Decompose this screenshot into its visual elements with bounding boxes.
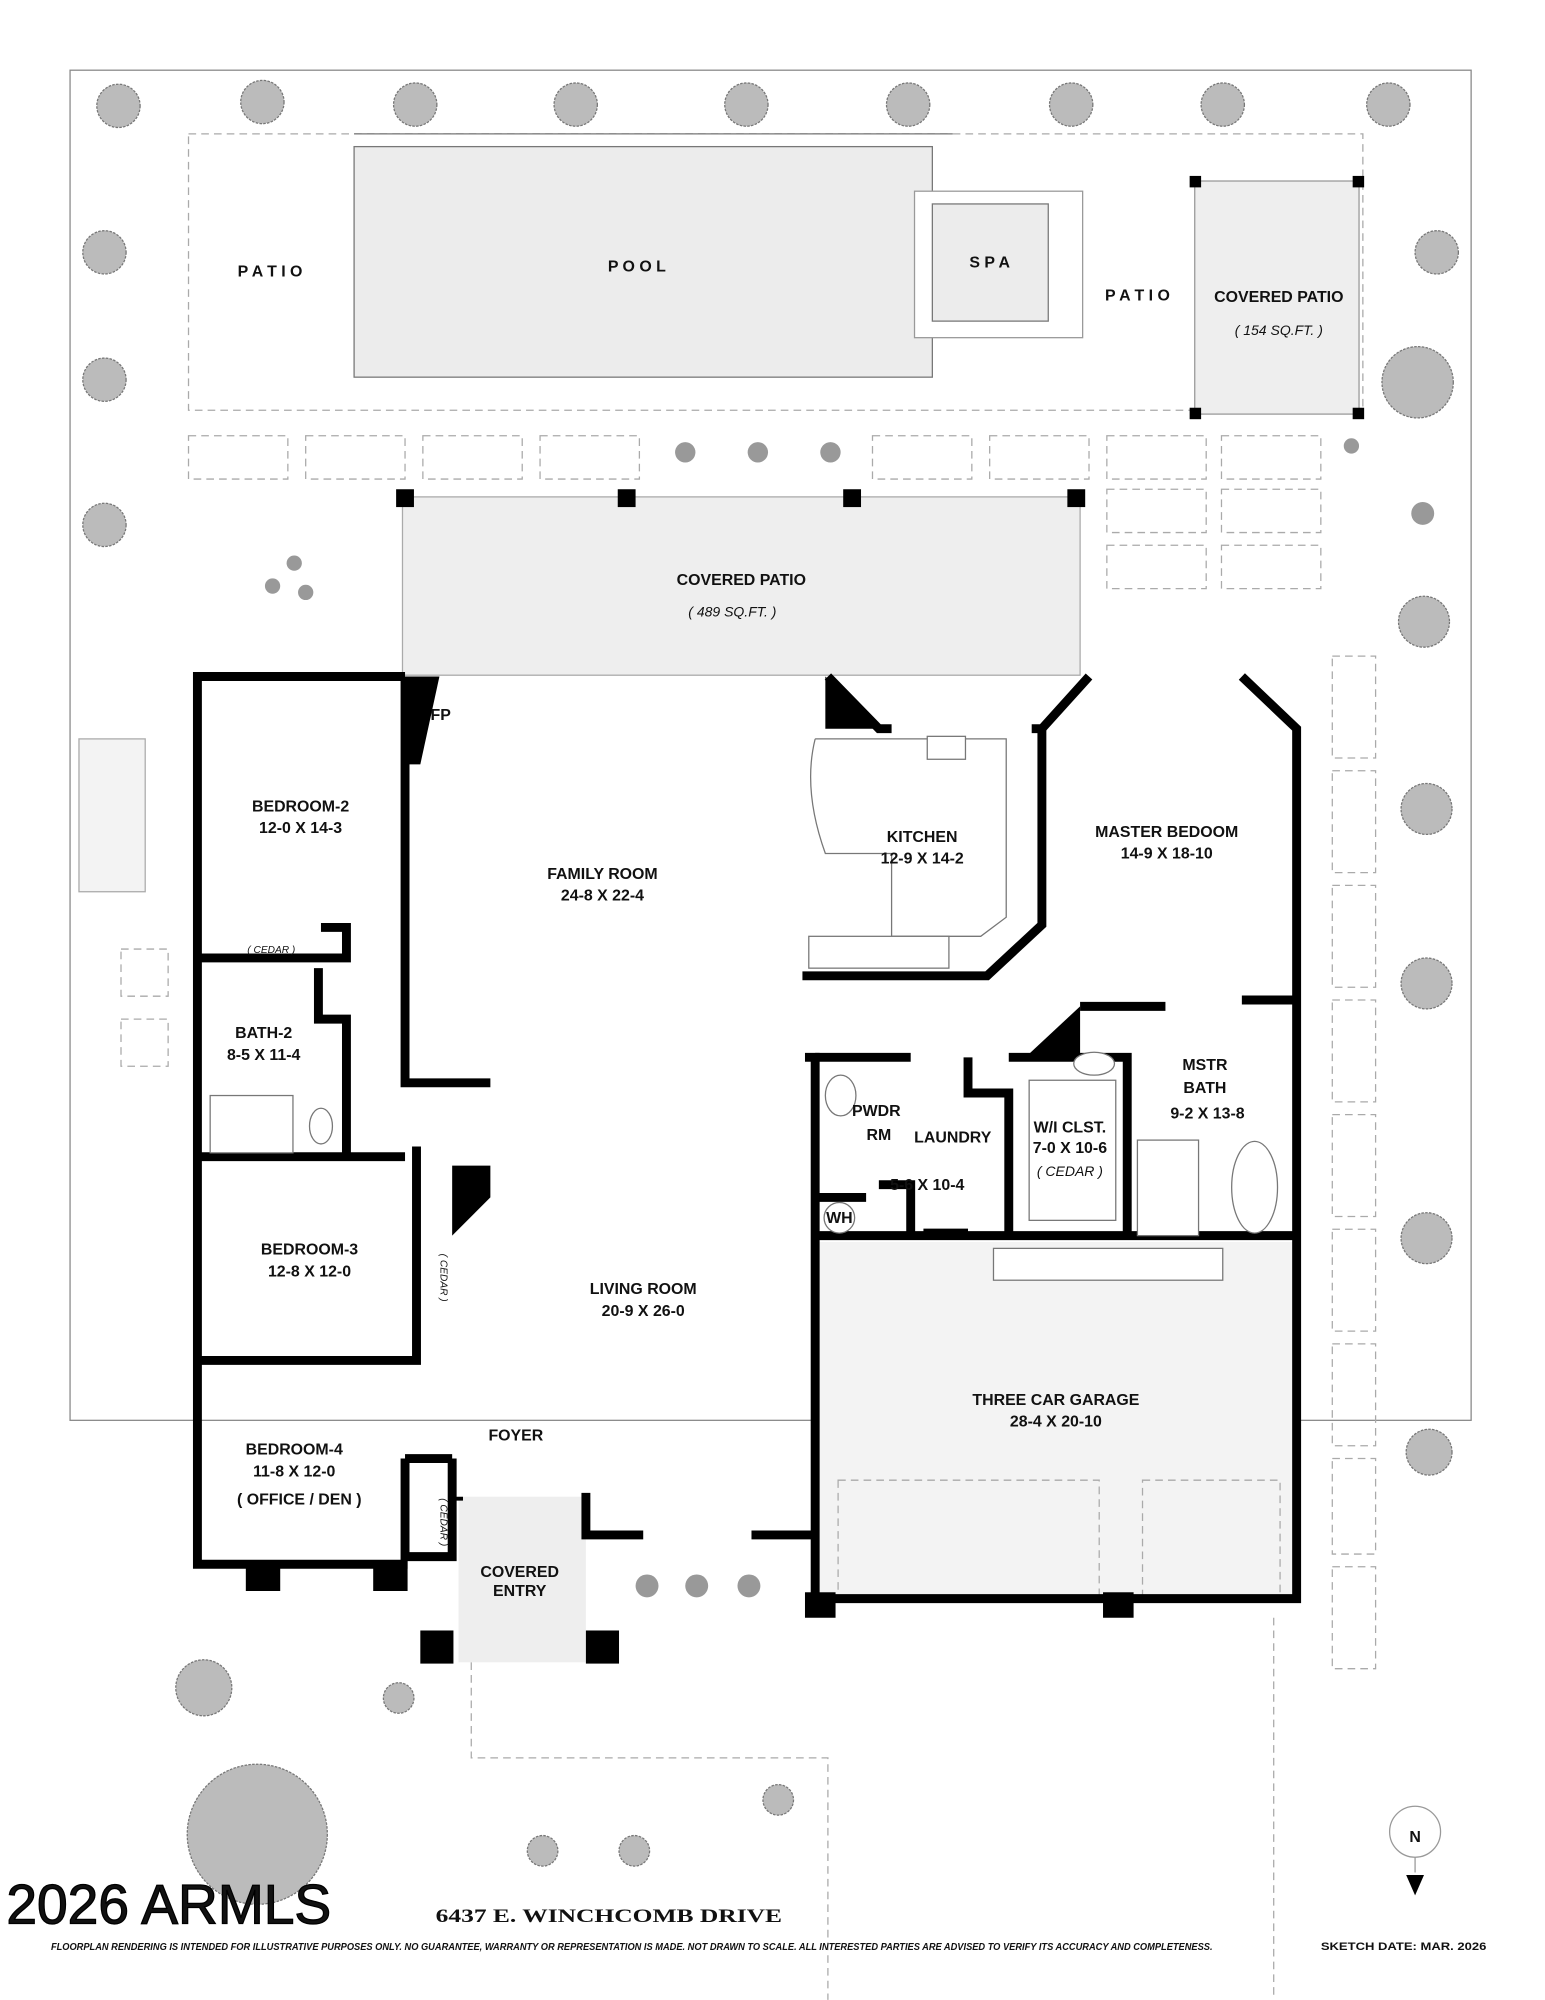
address: 6437 E. WINCHCOMB DRIVE xyxy=(436,1906,782,1927)
label-bedroom3: BEDROOM-3 xyxy=(261,1242,358,1259)
covered-patio-main xyxy=(401,496,1081,676)
covered-patio-posts xyxy=(396,489,1086,508)
label-spa: S P A xyxy=(969,255,1010,272)
label-bedroom4-note: ( OFFICE / DEN ) xyxy=(237,1491,362,1508)
label-covered-patio-main-area: ( 489 SQ.FT. ) xyxy=(688,604,776,620)
watermark: 2026 ARMLS xyxy=(6,1872,331,1935)
label-wi-closet-note: ( CEDAR ) xyxy=(1037,1163,1103,1179)
covered-entry-floor xyxy=(458,1496,586,1663)
entry-posts xyxy=(245,1560,1134,1664)
kitchen-corner xyxy=(825,676,879,729)
label-patio-left: P A T I O xyxy=(238,264,303,281)
label-master-bedroom: MASTER BEDOOM xyxy=(1095,824,1238,841)
label-mstr-bath: MSTR xyxy=(1182,1057,1228,1074)
label-water-heater: WH xyxy=(826,1210,853,1227)
patio-posts xyxy=(1189,175,1365,420)
hall-corner xyxy=(452,1165,491,1236)
label-wi-closet: W/I CLST. xyxy=(1034,1119,1106,1136)
label-patio-right: P A T I O xyxy=(1105,288,1170,305)
pool xyxy=(353,145,933,378)
label-pwdr-rm: RM xyxy=(866,1127,891,1144)
label-living-room-size: 20-9 X 26-0 xyxy=(602,1303,685,1320)
fixtures xyxy=(209,735,1279,1281)
label-bath2-size: 8-5 X 11-4 xyxy=(227,1047,301,1064)
label-laundry: LAUNDRY xyxy=(914,1130,992,1147)
label-garage: THREE CAR GARAGE xyxy=(972,1392,1139,1409)
spa xyxy=(931,203,1049,322)
covered-patio-small xyxy=(1194,180,1360,415)
label-covered-entry: COVERED xyxy=(480,1564,559,1581)
label-kitchen: KITCHEN xyxy=(887,829,958,846)
label-bedroom2: BEDROOM-2 xyxy=(252,798,349,815)
label-pool: P O O L xyxy=(608,258,666,275)
label-family-room-size: 24-8 X 22-4 xyxy=(561,888,644,905)
label-garage-size: 28-4 X 20-10 xyxy=(1010,1414,1102,1431)
label-bedroom4-closet: ( CEDAR ) xyxy=(438,1498,449,1546)
fireplace-wall xyxy=(405,676,440,765)
lot-boundary xyxy=(69,69,1472,1421)
label-mstr-bath-size: 9-2 X 13-8 xyxy=(1170,1105,1244,1122)
garage-floor xyxy=(815,1242,1297,1599)
label-bedroom4-size: 11-8 X 12-0 xyxy=(253,1463,335,1480)
label-laundry-size: 5-6 X 10-4 xyxy=(890,1177,964,1194)
label-bath2: BATH-2 xyxy=(235,1025,292,1042)
label-bedroom2-size: 12-0 X 14-3 xyxy=(259,820,342,837)
label-covered-entry-2: ENTRY xyxy=(493,1583,547,1600)
compass-label: N xyxy=(1409,1829,1421,1846)
label-mstr-bath-2: BATH xyxy=(1183,1080,1226,1097)
sketch-date: SKETCH DATE: MAR. 2026 xyxy=(1321,1941,1487,1953)
label-family-room: FAMILY ROOM xyxy=(547,866,657,883)
mstr-corner xyxy=(1025,1006,1081,1058)
driveway-line xyxy=(470,1662,829,2000)
label-covered-patio-main: COVERED PATIO xyxy=(677,572,806,589)
label-bedroom3-closet: ( CEDAR ) xyxy=(438,1254,449,1302)
disclaimer: FLOORPLAN RENDERING IS INTENDED FOR ILLU… xyxy=(51,1942,1213,1953)
label-master-bedroom-size: 14-9 X 18-10 xyxy=(1121,846,1213,863)
landscaping-shrubs xyxy=(264,438,1435,1598)
side-planter xyxy=(78,738,146,893)
label-foyer: FOYER xyxy=(488,1428,543,1445)
label-pwdr: PWDR xyxy=(852,1103,901,1120)
label-living-room: LIVING ROOM xyxy=(590,1281,697,1298)
label-bedroom2-closet: ( CEDAR ) xyxy=(247,945,295,956)
label-covered-patio-small: COVERED PATIO xyxy=(1214,289,1343,306)
label-wi-closet-size: 7-0 X 10-6 xyxy=(1033,1140,1107,1157)
label-bedroom3-size: 12-8 X 12-0 xyxy=(268,1263,351,1280)
label-kitchen-size: 12-9 X 14-2 xyxy=(881,851,964,868)
north-arrow-icon: N xyxy=(1388,1805,1442,1896)
label-bedroom4: BEDROOM-4 xyxy=(246,1442,343,1459)
label-fireplace: FP xyxy=(431,707,452,724)
landscaping-trees xyxy=(82,79,1460,1905)
label-covered-patio-small-area: ( 154 SQ.FT. ) xyxy=(1235,322,1323,338)
pavers xyxy=(120,435,1377,1670)
